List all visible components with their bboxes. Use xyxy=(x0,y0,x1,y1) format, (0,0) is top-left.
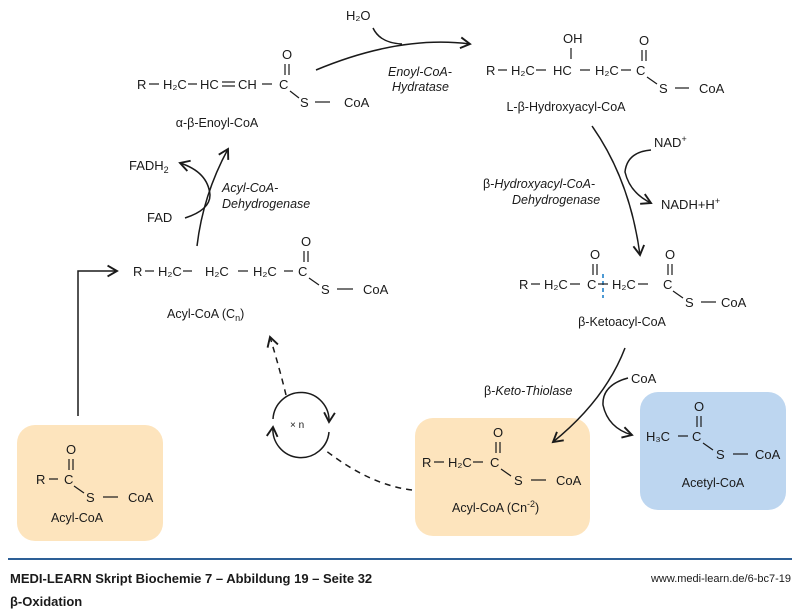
svg-text:O: O xyxy=(639,33,649,48)
ketoacyl-coa-structure: R H₂C C O H₂C C O S CoA xyxy=(519,247,747,310)
enoyl-coa-structure: R H₂C HC CH C O S CoA xyxy=(137,47,370,110)
dehydrogenase-label-2: Dehydrogenase xyxy=(222,197,310,211)
svg-text:S: S xyxy=(659,81,668,96)
h2o-label: H₂O xyxy=(346,8,371,23)
cycle-dashed-line xyxy=(324,449,413,491)
svg-text:C: C xyxy=(663,277,672,292)
footer-url[interactable]: www.medi-learn.de/6-bc7-19 xyxy=(650,573,791,585)
nad-label: NAD+ xyxy=(654,134,687,150)
svg-text:OH: OH xyxy=(563,31,583,46)
cycle-arc-top xyxy=(272,391,336,424)
svg-text:R: R xyxy=(36,472,45,487)
fadh2-label: FADH2 xyxy=(129,158,169,175)
svg-text:O: O xyxy=(301,234,311,249)
svg-text:CoA: CoA xyxy=(755,447,781,462)
acyl-coa-start-box xyxy=(17,425,163,541)
cycle-count-label: × n xyxy=(290,420,304,431)
figure-title: β-Oxidation xyxy=(10,594,83,609)
cycle-arc-bottom xyxy=(266,425,330,459)
coa-to-acetyl-curve xyxy=(602,377,634,439)
cycle-return-dashed-arrow xyxy=(266,335,287,396)
svg-text:H₃C: H₃C xyxy=(646,429,670,444)
svg-text:CoA: CoA xyxy=(699,81,725,96)
svg-text:CoA: CoA xyxy=(344,95,370,110)
hydratase-label-1: Enoyl-CoA- xyxy=(388,65,452,79)
svg-text:CoA: CoA xyxy=(128,490,154,505)
acyl-coa-start-structure: R C O S CoA xyxy=(36,442,154,505)
fad-label: FAD xyxy=(147,210,172,225)
svg-text:O: O xyxy=(665,247,675,262)
svg-text:HC: HC xyxy=(200,77,219,92)
svg-text:H₂C: H₂C xyxy=(205,264,229,279)
svg-text:C: C xyxy=(279,77,288,92)
svg-text:R: R xyxy=(519,277,528,292)
svg-text:R: R xyxy=(422,455,431,470)
nad-to-nadh-curve xyxy=(624,149,653,205)
coa-input-label: CoA xyxy=(631,371,657,386)
h2o-input-curve xyxy=(372,27,403,45)
svg-text:CH: CH xyxy=(238,77,257,92)
thiolase-arrow xyxy=(551,347,626,444)
svg-text:O: O xyxy=(694,399,704,414)
svg-text:O: O xyxy=(282,47,292,62)
svg-text:H₂C: H₂C xyxy=(163,77,187,92)
svg-text:H₂C: H₂C xyxy=(448,455,472,470)
svg-text:O: O xyxy=(66,442,76,457)
acetyl-coa-label: Acetyl-CoA xyxy=(682,476,745,490)
acyl-coa-cn2-structure: R H₂C C O S CoA xyxy=(422,425,582,488)
svg-text:CoA: CoA xyxy=(721,295,747,310)
acetyl-coa-box xyxy=(640,392,786,510)
acyl-coa-start-label: Acyl-CoA xyxy=(51,511,104,525)
hydroxy-dehydrogenase-arrow xyxy=(591,125,645,257)
enoyl-coa-label: α-β-Enoyl-CoA xyxy=(176,116,259,130)
svg-text:S: S xyxy=(321,282,330,297)
hydratase-arrow xyxy=(315,36,472,71)
entry-arrow xyxy=(77,264,119,416)
thiolase-label: β-Keto-Thiolase xyxy=(484,384,573,398)
hydroxy-dehydrogenase-label-1: β-Hydroxyacyl-CoA- xyxy=(483,177,595,191)
svg-text:S: S xyxy=(86,490,95,505)
hydroxyacyl-coa-label: L-β-Hydroxyacyl-CoA xyxy=(506,100,626,114)
acyl-coa-cn-label: Acyl-CoA (Cn) xyxy=(167,307,244,323)
svg-text:S: S xyxy=(514,473,523,488)
hydroxyacyl-coa-structure: R H₂C HC OH H₂C C O S CoA xyxy=(486,31,725,96)
fad-to-fadh2-curve xyxy=(178,159,211,219)
svg-text:H₂C: H₂C xyxy=(511,63,535,78)
nadh-label: NADH+H+ xyxy=(661,196,720,212)
dehydrogenase-arrow xyxy=(196,147,230,247)
svg-text:H₂C: H₂C xyxy=(253,264,277,279)
svg-text:C: C xyxy=(490,455,499,470)
svg-text:S: S xyxy=(716,447,725,462)
svg-text:CoA: CoA xyxy=(556,473,582,488)
acyl-coa-cn2-label: Acyl-CoA (Cn-2) xyxy=(452,499,539,515)
ketoacyl-coa-label: β-Ketoacyl-CoA xyxy=(578,315,666,329)
svg-text:O: O xyxy=(590,247,600,262)
acyl-coa-cn-structure: R H₂C H₂C H₂C C O S CoA xyxy=(133,234,389,297)
acyl-coa-cn2-box xyxy=(415,418,590,536)
svg-text:C: C xyxy=(298,264,307,279)
svg-text:C: C xyxy=(692,429,701,444)
dehydrogenase-label-1: Acyl-CoA- xyxy=(221,181,278,195)
svg-text:R: R xyxy=(137,77,146,92)
svg-text:H₂C: H₂C xyxy=(158,264,182,279)
svg-text:H₂C: H₂C xyxy=(595,63,619,78)
svg-text:R: R xyxy=(133,264,142,279)
footer-title: MEDI-LEARN Skript Biochemie 7 – Abbildun… xyxy=(10,571,373,586)
svg-text:CoA: CoA xyxy=(363,282,389,297)
hydratase-label-2: Hydratase xyxy=(392,80,449,94)
svg-text:R: R xyxy=(486,63,495,78)
acetyl-coa-structure: H₃C C O S CoA xyxy=(646,399,781,462)
footer-divider xyxy=(8,558,792,560)
svg-text:C: C xyxy=(587,277,596,292)
svg-text:H₂C: H₂C xyxy=(544,277,568,292)
hydroxy-dehydrogenase-label-2: Dehydrogenase xyxy=(512,193,600,207)
svg-text:C: C xyxy=(64,472,73,487)
svg-text:S: S xyxy=(300,95,309,110)
svg-text:HC: HC xyxy=(553,63,572,78)
beta-oxidation-diagram: R H₂C HC CH C O S CoA α-β-Enoyl-CoA R H₂… xyxy=(17,8,786,541)
svg-text:C: C xyxy=(636,63,645,78)
svg-text:H₂C: H₂C xyxy=(612,277,636,292)
svg-text:S: S xyxy=(685,295,694,310)
svg-text:O: O xyxy=(493,425,503,440)
